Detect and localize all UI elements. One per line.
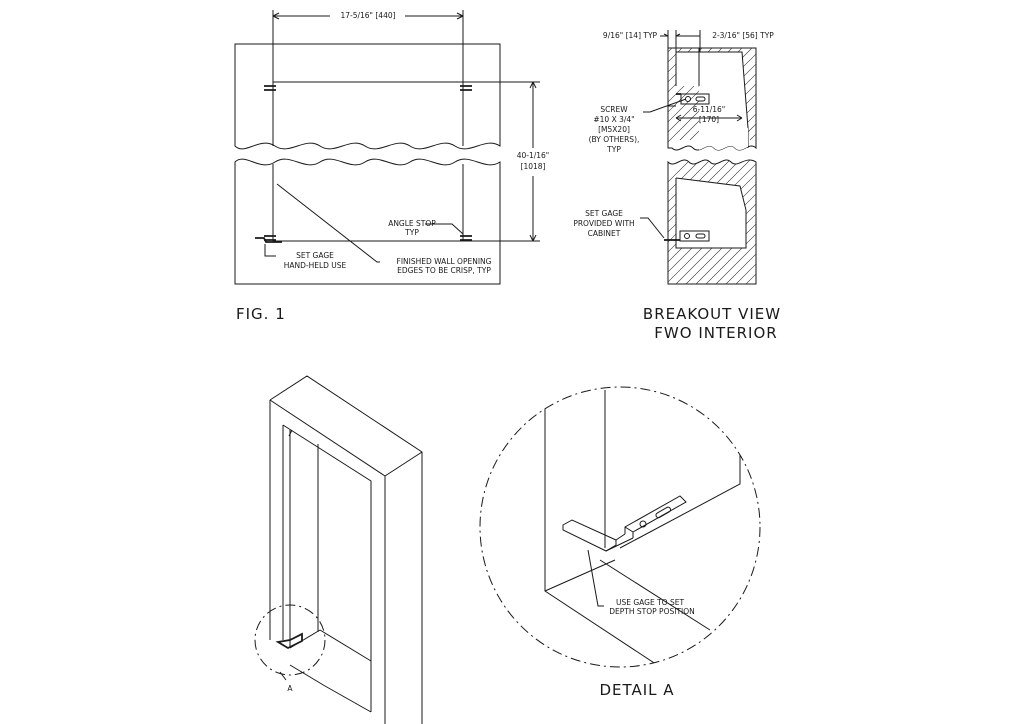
breakout-screw-line-3: [M5X20]: [598, 125, 630, 134]
breakout-gage-line-1: SET GAGE: [585, 209, 623, 218]
iso-detail-marker: A: [287, 684, 293, 693]
fig1-finished-label-2: EDGES TO BE CRISP, TYP: [397, 266, 491, 275]
detail-a: [479, 386, 761, 668]
fig1-dim-height-label-2: [1018]: [521, 162, 546, 171]
breakout-screw-line-5: TYP: [606, 145, 621, 154]
breakout-hatch-top: [668, 48, 756, 150]
fig1-leader-set-gage: [264, 244, 276, 257]
breakout-screw-line-4: (BY OTHERS),: [589, 135, 640, 144]
iso-detail-circle: [254, 604, 326, 676]
iso-frame-outline: [269, 375, 423, 724]
detail-note-2: DEPTH STOP POSITION: [609, 607, 695, 616]
breakout-caption-1: BREAKOUT VIEW: [643, 305, 781, 323]
detail-gage-bracket: [562, 495, 687, 552]
fig1-opening-bottom: [272, 164, 464, 242]
fig1-dim-width-label: 17-5/16" [440]: [340, 11, 395, 20]
breakout-view: [640, 30, 757, 285]
fig1-dim-height-label-1: 40-1/16": [517, 151, 550, 160]
breakout-dim-depth-label-2: [170]: [699, 115, 719, 124]
fig1-caption: FIG. 1: [236, 305, 286, 323]
fig1-wall-upper: [234, 43, 501, 150]
iso-opening: [282, 424, 372, 712]
breakout-screw-line-2: #10 X 3/4": [593, 115, 634, 124]
iso-gage: [275, 632, 303, 650]
breakout-caption-2: FWO INTERIOR: [654, 324, 777, 342]
fig1-elevation: [234, 10, 540, 285]
fig1-wall-lower: [234, 158, 501, 285]
fig1-angle-stop-tl: [264, 85, 276, 91]
breakout-wall-bottom: [667, 159, 757, 285]
breakout-bracket-top: [680, 93, 710, 105]
fig1-angle-stop-br: [460, 235, 472, 241]
breakout-dim-right-label: 2-3/16" [56] TYP: [712, 31, 774, 40]
breakout-dims-top: [660, 30, 701, 52]
fig1-finished-label-1: FINISHED WALL OPENING: [397, 257, 492, 266]
breakout-leader-screw: [643, 98, 687, 113]
fig1-set-gage-label-1: SET GAGE: [296, 251, 334, 260]
fig1-leader-finished: [276, 183, 380, 263]
detail-circle: [479, 386, 761, 668]
fig1-dim-width: [272, 10, 464, 82]
fig1-dim-height: [463, 81, 540, 242]
fig1-opening-top: [272, 81, 464, 146]
breakout-leader-gage: [640, 217, 665, 239]
breakout-dim-depth: [668, 105, 743, 122]
fig1-angle-stop-label-1: ANGLE STOP: [388, 219, 436, 228]
detail-wall-edges: [544, 390, 741, 667]
fig1-set-gage-label-2: HAND-HELD USE: [284, 261, 347, 270]
breakout-dim-depth-label-1: 6-11/16": [693, 105, 726, 114]
iso-back-panel: [288, 429, 372, 713]
breakout-bracket-bottom: [679, 230, 710, 242]
isometric-cabinet: [254, 375, 423, 724]
breakout-screw-line-1: SCREW: [600, 105, 628, 114]
detail-note-1: USE GAGE TO SET: [616, 598, 684, 607]
iso-detail-leader: [279, 671, 287, 681]
breakout-gage-line-2: PROVIDED WITH: [573, 219, 634, 228]
fig1-angle-stop-label-2: TYP: [404, 228, 419, 237]
detail-leader: [587, 549, 604, 607]
detail-caption: DETAIL A: [599, 681, 674, 699]
fig1-angle-stop-bl: [264, 235, 276, 241]
fig1-leader-angle-stop: [425, 223, 464, 235]
fig1-angle-stop-tr: [460, 85, 472, 91]
fig1-set-gage: [255, 237, 282, 243]
breakout-dim-left-label: 9/16" [14] TYP: [603, 31, 658, 40]
breakout-gage-line-3: CABINET: [588, 229, 621, 238]
